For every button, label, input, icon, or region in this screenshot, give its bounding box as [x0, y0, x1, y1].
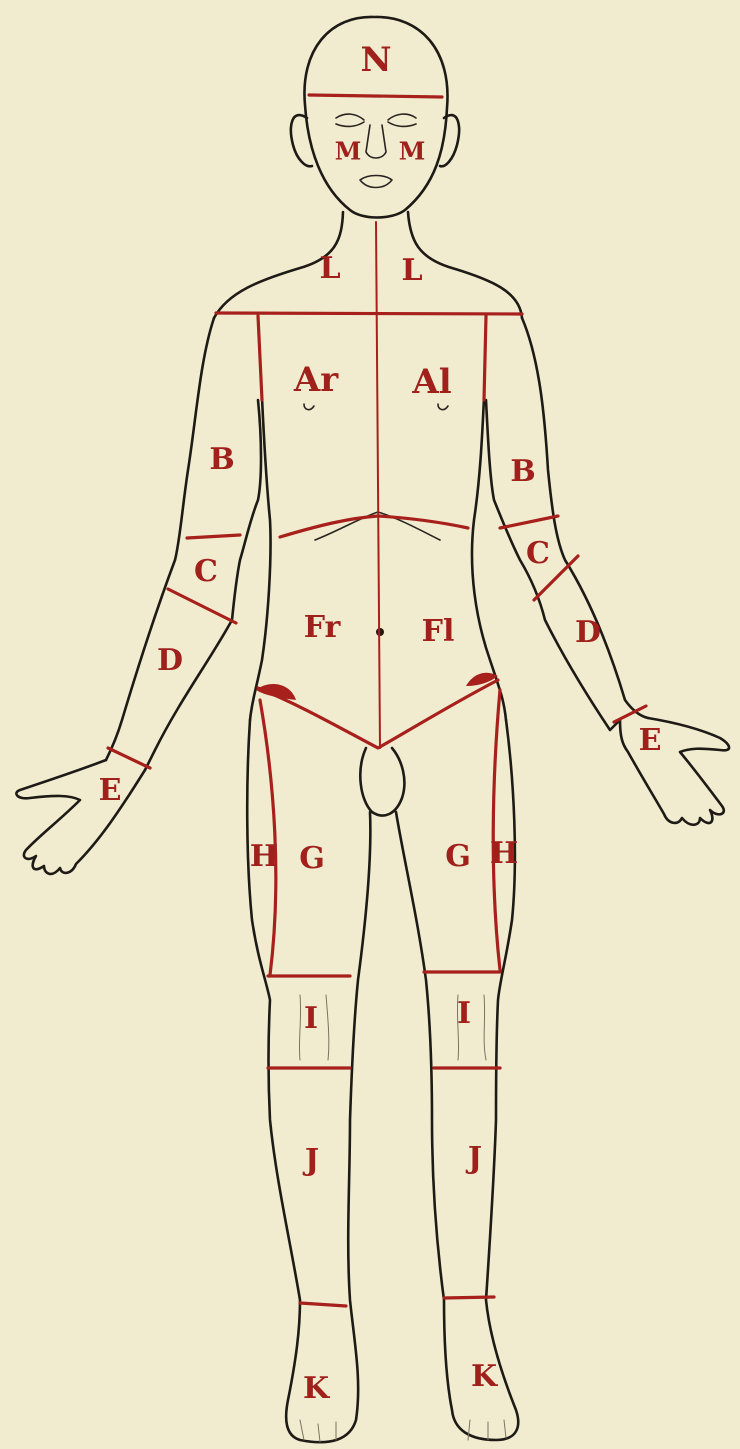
label-hand-left: E: [639, 723, 662, 758]
label-outer-thigh-left: H: [490, 836, 518, 871]
label-outer-thigh-right: H: [250, 839, 278, 874]
region-boundaries: [108, 95, 646, 1306]
label-foot-right: K: [303, 1371, 330, 1406]
label-knee-left: I: [457, 996, 471, 1031]
label-neck-right: L: [319, 251, 340, 286]
label-knee-right: I: [304, 1001, 318, 1036]
label-lower-leg-left: J: [465, 1141, 482, 1176]
label-front-thigh-left: G: [445, 839, 471, 874]
label-foot-left: K: [471, 1359, 498, 1394]
label-neck-left: L: [401, 253, 422, 288]
label-abdomen-right: Fr: [304, 610, 342, 645]
label-forearm-left: D: [575, 615, 601, 650]
label-lower-leg-right: J: [302, 1143, 319, 1178]
label-upper-arm-right: B: [209, 442, 234, 477]
label-elbow-left: C: [526, 536, 550, 571]
body-outline: [16, 17, 729, 1442]
label-chest-left: Al: [411, 362, 451, 402]
label-forearm-right: D: [157, 643, 183, 678]
label-abdomen-left: Fl: [422, 614, 455, 649]
label-chest-right: Ar: [293, 360, 339, 400]
label-upper-arm-left: B: [510, 454, 535, 489]
label-front-thigh-right: G: [299, 841, 325, 876]
label-hand-right: E: [99, 773, 122, 808]
label-elbow-right: C: [194, 554, 218, 589]
label-face-left: M: [399, 137, 426, 166]
label-face-right: M: [335, 137, 362, 166]
label-head: N: [360, 40, 391, 80]
